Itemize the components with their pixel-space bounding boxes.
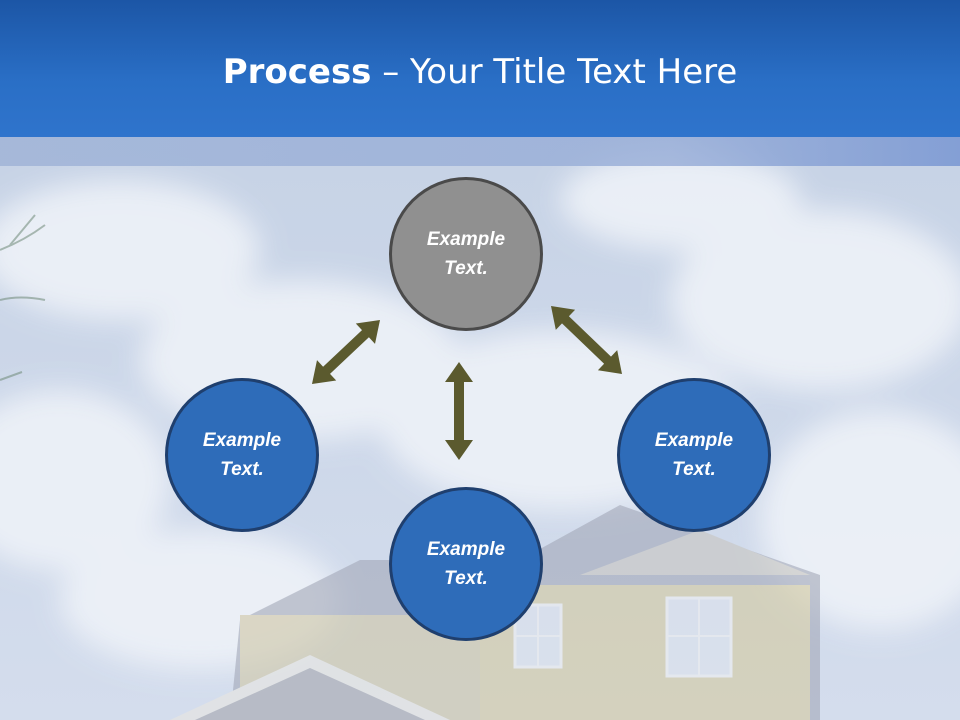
header-band — [0, 137, 960, 166]
node-bottom-label: Example Text. — [426, 539, 506, 589]
title-bar — [0, 0, 960, 137]
arrow-center-right — [551, 306, 622, 374]
title-bold: Process — [222, 52, 372, 92]
title-rest: – Your Title Text Here — [371, 52, 738, 92]
node-right: Example Text. — [617, 378, 771, 532]
node-bottom: Example Text. — [389, 487, 543, 641]
arrow-center-left — [312, 320, 380, 384]
node-left: Example Text. — [165, 378, 319, 532]
node-right-label: Example Text. — [654, 430, 734, 480]
node-left-label: Example Text. — [202, 430, 282, 480]
node-center-label: Example Text. — [426, 229, 506, 279]
tree — [0, 214, 46, 381]
node-center: Example Text. — [389, 177, 543, 331]
arrow-center-bottom — [445, 362, 473, 460]
house — [170, 505, 820, 720]
slide-title: Process – Your Title Text Here — [0, 52, 960, 92]
